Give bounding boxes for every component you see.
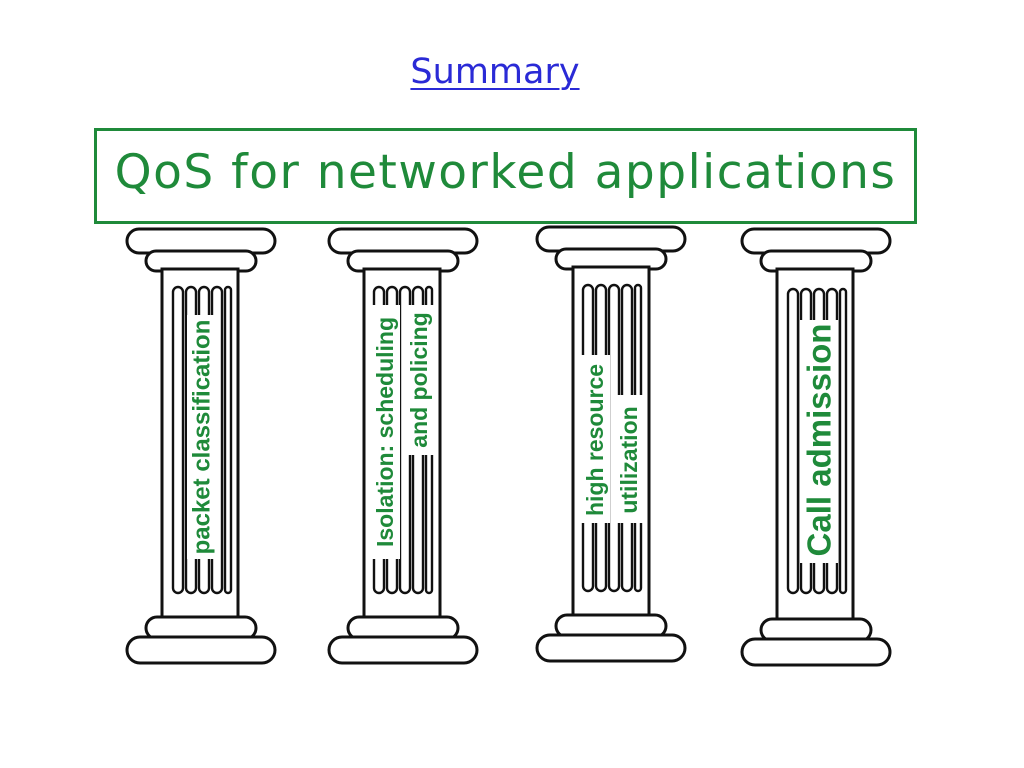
pillar-4-label: Call admission — [801, 324, 838, 557]
slide-title: Summary — [410, 52, 580, 92]
pillar-1-capital-top — [125, 227, 277, 255]
pillar-4-label-bg — [800, 320, 838, 563]
pillar-1-label-bg — [187, 315, 217, 559]
pillar-2-label-line-1: Isolation: scheduling — [372, 317, 398, 547]
pillar-3-label-line-2: utilization — [616, 406, 642, 513]
pillar-2-label-line-2: and policing — [406, 312, 432, 447]
pillar-4-base-bottom — [740, 637, 892, 667]
pillar-4-capital-top — [740, 227, 892, 255]
qos-banner: QoS for networked applications — [94, 128, 917, 224]
pillar-4: Call admission — [740, 227, 892, 667]
banner-text: QoS for networked applications — [114, 145, 897, 200]
pillar-2-label-bg-1 — [370, 305, 400, 559]
pillar-3-label-bg-2 — [614, 395, 644, 523]
pillar-1-label: packet classification — [189, 320, 216, 555]
pillar-2-label-bg-2 — [404, 305, 434, 455]
pillar-2-base-bottom — [327, 635, 479, 665]
pillar-2: Isolation: scheduling and policing — [327, 227, 479, 665]
pillar-3-label-line-1: high resource — [582, 364, 608, 516]
pillar-3: high resource utilization — [535, 225, 687, 663]
pillar-2-capital-top — [327, 227, 479, 255]
pillar-3-capital-top — [535, 225, 687, 253]
pillar-1: packet classification — [125, 227, 277, 665]
pillar-3-base-bottom — [535, 633, 687, 663]
pillar-1-base-bottom — [125, 635, 277, 665]
pillar-3-label-bg-1 — [580, 355, 610, 523]
